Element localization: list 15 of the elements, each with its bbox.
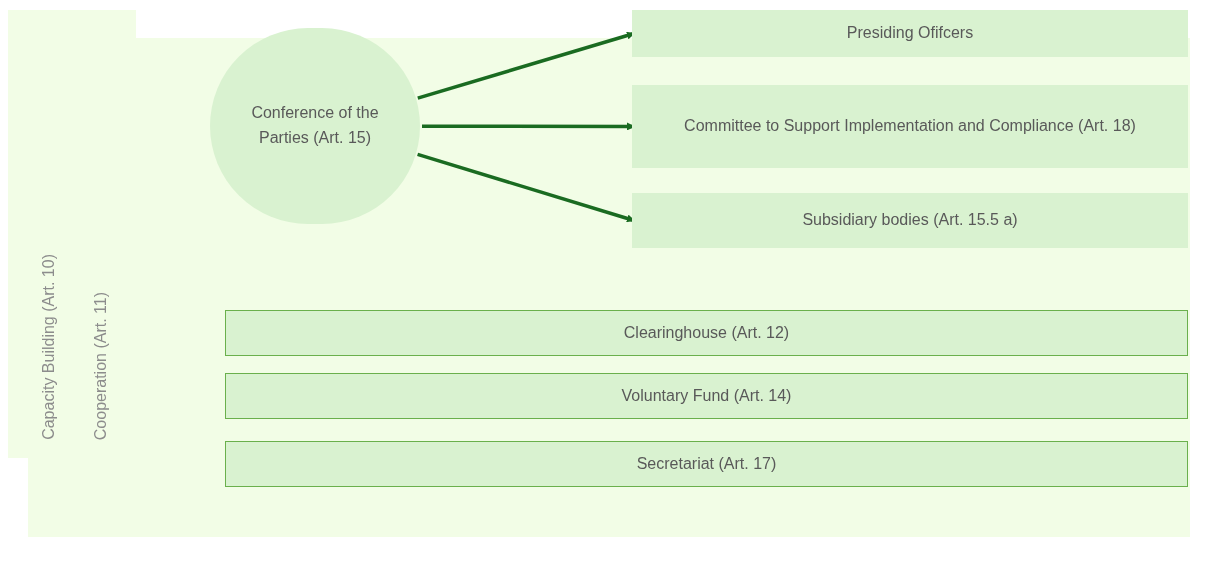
node-text: Subsidiary bodies (Art. 15.5 a): [802, 210, 1018, 231]
node-text: Voluntary Fund (Art. 14): [621, 385, 792, 406]
node-text: Presiding Ofifcers: [846, 23, 974, 44]
vertical-label: Cooperation (Art. 11): [91, 291, 110, 440]
node-text: Committee to Support Implementation and Compliance (Art. 18): [684, 116, 1136, 137]
process-box: [632, 10, 1188, 57]
vertical-label: Capacity Building (Art. 10): [39, 254, 58, 440]
process-box: [225, 310, 1188, 356]
process-box: [225, 373, 1188, 419]
node-text: Conference of the Parties (Art. 15): [250, 103, 380, 148]
process-box: [632, 85, 1188, 168]
process-box: [225, 441, 1188, 487]
node-text: Clearinghouse (Art. 12): [623, 322, 790, 343]
process-box: [632, 193, 1188, 248]
node-text: Secretariat (Art. 17): [636, 453, 777, 474]
